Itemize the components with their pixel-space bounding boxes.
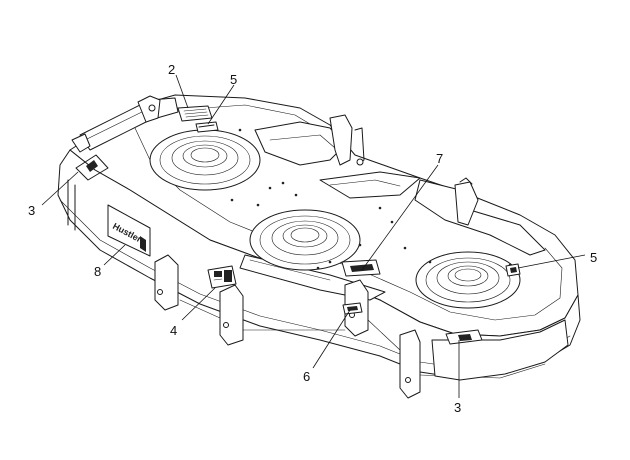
decal-3-front	[445, 329, 483, 345]
decal-5-right	[505, 263, 521, 277]
decal-2	[177, 105, 213, 122]
spindle-pulley-center	[249, 209, 361, 271]
callout-4: 4	[170, 323, 177, 338]
leader-lines	[41, 74, 586, 398]
callout-2: 2	[168, 62, 175, 77]
callout-6: 6	[303, 369, 310, 384]
spindle-pulley-right	[415, 251, 521, 309]
callout-3-front: 3	[454, 400, 461, 415]
callout-3-rear: 3	[28, 203, 35, 218]
decal-7	[341, 259, 381, 277]
callout-5-right: 5	[590, 250, 597, 265]
callouts: 2 5 7 5 3 8 4 6 3	[28, 62, 597, 415]
decal-5-left	[195, 121, 219, 133]
spindle-pulley-left	[149, 129, 261, 191]
callout-8: 8	[94, 264, 101, 279]
callout-5-left: 5	[230, 72, 237, 87]
decal-6	[342, 302, 363, 315]
callout-7: 7	[436, 151, 443, 166]
decal-4	[207, 265, 237, 289]
decal-3-rear	[75, 154, 109, 181]
decal-8: Hustler	[107, 204, 151, 257]
